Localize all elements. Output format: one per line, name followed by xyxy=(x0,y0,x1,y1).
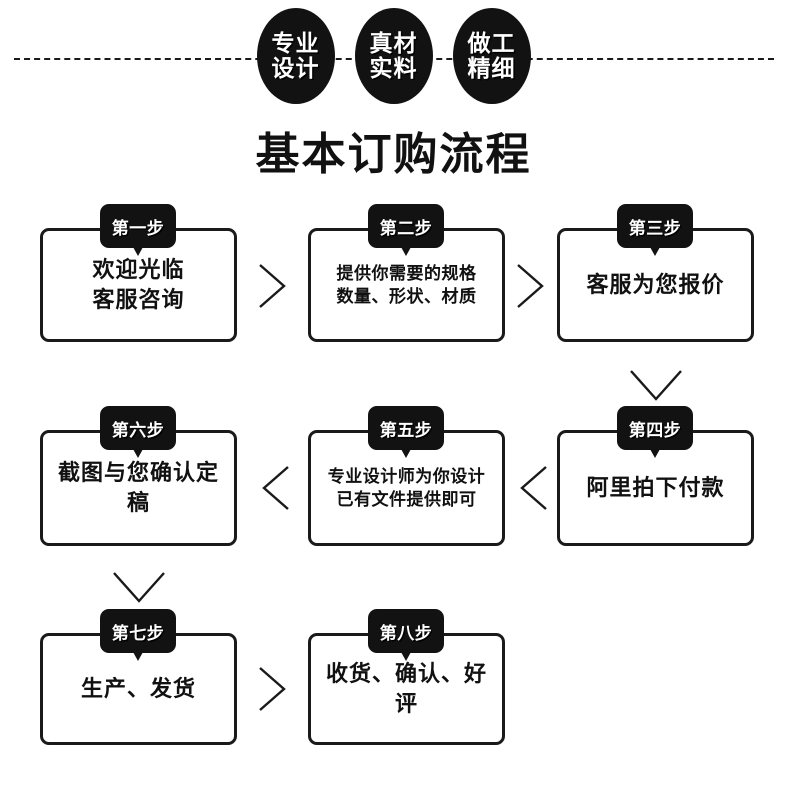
step-card-7-text: 生产、发货 xyxy=(80,675,196,701)
chevron-down-icon xyxy=(109,568,169,606)
step-card-2-text: 提供你需要的规格 数量、形状、材质 xyxy=(336,263,477,306)
chevron-right-icon xyxy=(510,260,550,312)
step-badge-4: 第四步 xyxy=(617,406,693,458)
pill-line-1: 做工 xyxy=(467,30,516,57)
chevron-left-icon xyxy=(256,462,296,514)
pill-genuine-material: 真材 实料 xyxy=(354,8,433,104)
pill-professional-design: 专业 设计 xyxy=(256,8,335,104)
pill-line-1: 专业 xyxy=(271,30,320,57)
chevron-down-icon xyxy=(626,366,686,404)
step-card-5-text: 专业设计师为你设计 已有文件提供即可 xyxy=(327,466,486,509)
chevron-right-icon xyxy=(252,663,292,715)
step-card-5[interactable]: 专业设计师为你设计 已有文件提供即可 xyxy=(308,430,505,546)
step-badge-6: 第六步 xyxy=(100,406,176,458)
step-card-8-text: 收货、确认、好评 xyxy=(325,660,487,716)
pill-line-2: 实料 xyxy=(369,55,418,81)
step-card-1-text: 欢迎光临 客服咨询 xyxy=(92,256,185,312)
step-badge-8: 第八步 xyxy=(368,609,444,661)
chevron-left-icon xyxy=(514,462,554,514)
step-badge-1: 第一步 xyxy=(100,204,176,256)
pill-line-1: 真材 xyxy=(369,30,418,57)
step-card-3-text: 客服为您报价 xyxy=(586,271,725,297)
step-card-6-text: 截图与您确认定稿 xyxy=(57,459,219,515)
pill-line-2: 精细 xyxy=(467,55,516,81)
step-badge-7: 第七步 xyxy=(100,609,176,661)
step-badge-5: 第五步 xyxy=(368,406,444,458)
page-title: 基本订购流程 xyxy=(255,130,532,179)
pill-fine-workmanship: 做工 精细 xyxy=(452,8,531,104)
step-badge-3: 第三步 xyxy=(617,204,693,256)
step-card-2[interactable]: 提供你需要的规格 数量、形状、材质 xyxy=(308,228,505,342)
step-card-4-text: 阿里拍下付款 xyxy=(586,474,725,500)
chevron-right-icon xyxy=(252,260,292,312)
pill-line-2: 设计 xyxy=(271,55,320,81)
feature-pill-row: 专业 设计 真材 实料 做工 精细 xyxy=(0,8,787,104)
step-badge-2: 第二步 xyxy=(368,204,444,256)
top-banner: 专业 设计 真材 实料 做工 精细 xyxy=(0,0,787,112)
step-card-4[interactable]: 阿里拍下付款 xyxy=(557,430,754,546)
